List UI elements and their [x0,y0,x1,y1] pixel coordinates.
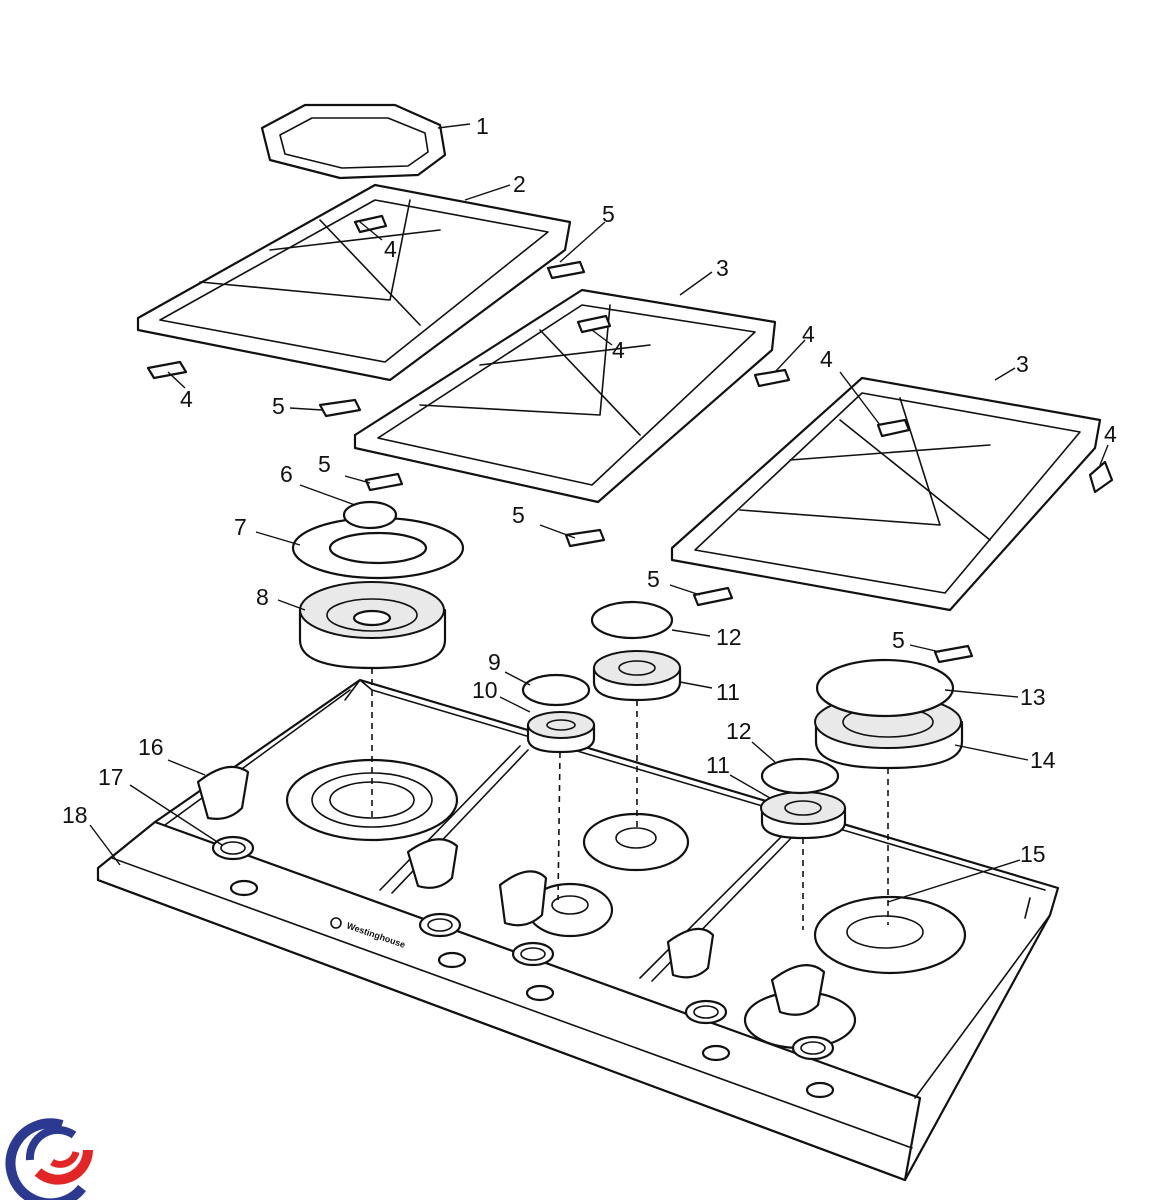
callout-2: 2 [513,171,526,197]
callout-15: 15 [1020,841,1046,867]
grate-middle [353,288,777,504]
callout-7: 7 [234,514,247,540]
spreader-ring [291,516,465,580]
callout-5: 5 [512,502,525,528]
callout-4: 4 [384,236,397,262]
callout-3: 3 [1016,351,1029,377]
callout-5: 5 [318,451,331,477]
callout-16: 16 [138,734,164,760]
callout-4: 4 [820,346,833,372]
callout-5: 5 [892,627,905,653]
cap-small-top [342,500,398,530]
callout-17: 17 [98,764,124,790]
callout-3: 3 [716,255,729,281]
callout-labels: 1 2 3 3 4 4 4 4 4 4 5 5 5 5 5 5 6 7 8 9 … [62,113,1117,867]
callout-18: 18 [62,802,88,828]
callout-leaders [89,123,1109,903]
rubber-feet [146,214,1114,664]
burner-small [521,673,596,754]
grate-right [670,376,1102,612]
company-logo [5,1118,93,1200]
callout-4: 4 [180,386,193,412]
callout-5: 5 [647,566,660,592]
callout-4: 4 [802,321,815,347]
wok-support [260,103,447,180]
callout-12: 12 [716,624,742,650]
burner-seat-right-back [813,895,967,975]
knob-group [196,765,835,1099]
burner-wok [814,658,964,770]
callout-13: 13 [1020,684,1046,710]
burner-medium-front [760,757,847,840]
callout-5: 5 [272,393,285,419]
callout-5: 5 [602,201,615,227]
callout-12: 12 [726,718,752,744]
callout-6: 6 [280,461,293,487]
assembly-guides [371,668,889,930]
callout-11: 11 [706,752,730,778]
callout-8: 8 [256,584,269,610]
callout-11: 11 [716,679,740,705]
grate-left [136,183,572,382]
callout-14: 14 [1030,747,1056,773]
burner-medium-back [590,600,682,702]
burner-large [298,581,447,670]
callout-9: 9 [488,649,501,675]
callout-1: 1 [476,113,489,139]
callout-4: 4 [612,337,625,363]
callout-4: 4 [1104,421,1117,447]
burner-seat-center-back [582,812,690,872]
callout-10: 10 [472,677,498,703]
